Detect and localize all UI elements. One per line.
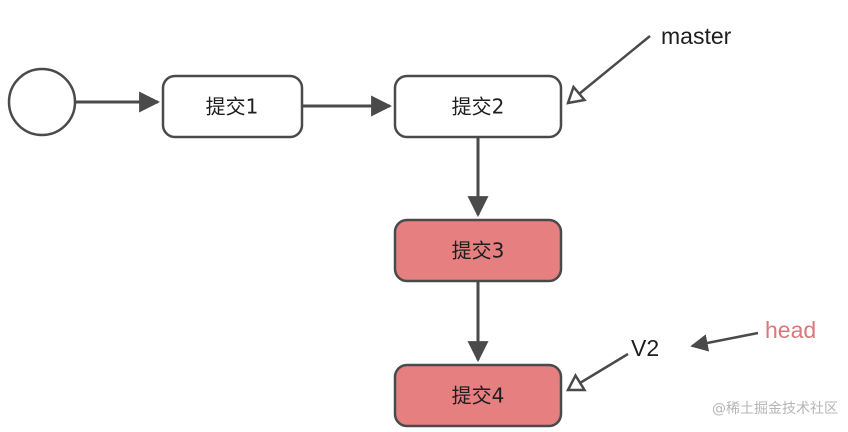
watermark: @稀土掘金技术社区 [712,401,838,417]
commit-2-label: 提交2 [452,95,505,119]
master-pointer-head [566,84,587,105]
commit-3-box [393,218,563,283]
v2-pointer-line [579,352,629,385]
start-circle [7,67,77,137]
v2-pointer-head [565,372,587,392]
commit-2-box [393,74,563,139]
head-pointer-line [690,331,759,352]
commit-4-label: 提交4 [452,384,505,408]
commit-3-label: 提交3 [452,239,505,263]
head-ref-label: head [765,317,816,343]
master-pointer-line [578,35,651,95]
commit-4-box [393,363,563,428]
commit-1-label: 提交1 [206,95,259,119]
master-ref-label: master [661,23,732,49]
v2-ref-label: V2 [631,335,659,361]
